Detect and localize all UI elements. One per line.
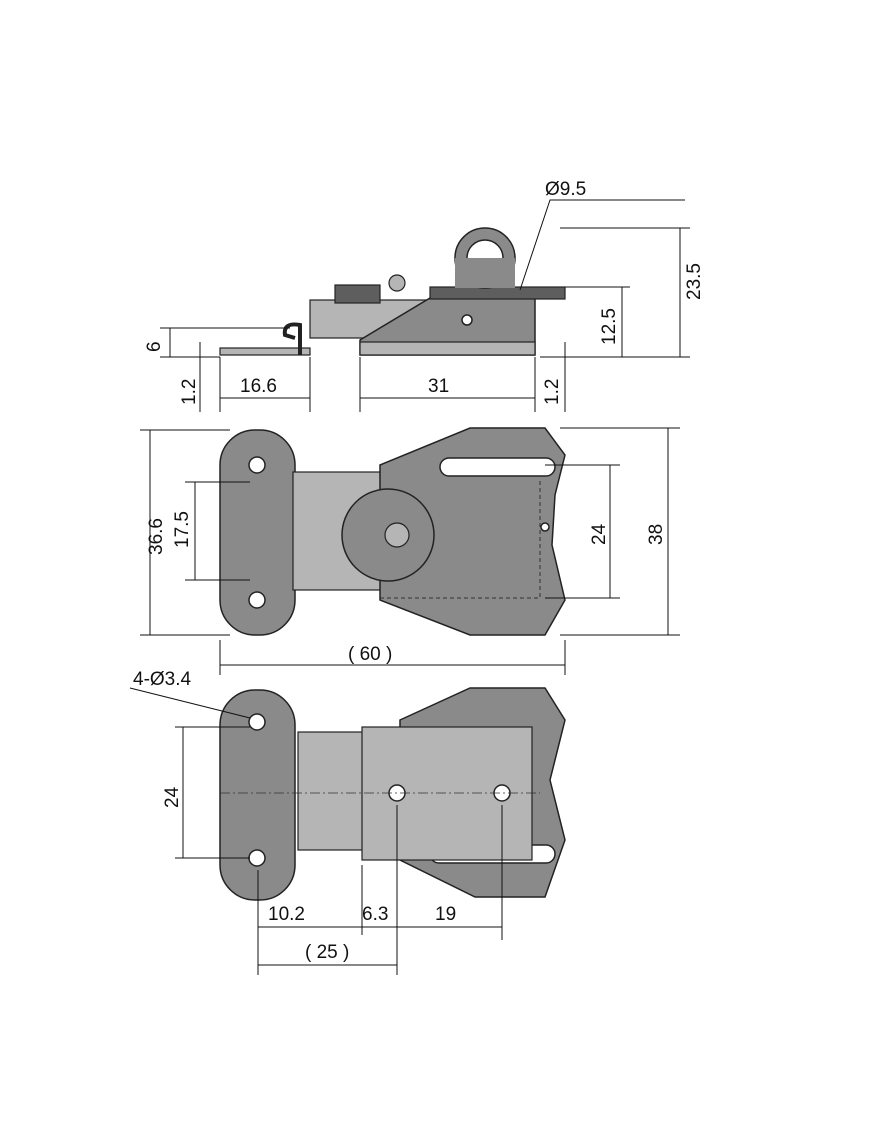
latch-plate (379, 427, 566, 636)
right-plate-height-label: 38 (646, 524, 667, 545)
hole-spacing-label: 17.5 (172, 511, 193, 548)
pivot-hole (461, 314, 473, 326)
base-length-label: 31 (428, 376, 449, 397)
overall-height-label: 23.5 (684, 263, 705, 300)
plate-thickness-left-label: 1.2 (179, 379, 200, 405)
overall-length-label: ( 60 ) (348, 644, 392, 665)
offset-b-label: 6.3 (362, 904, 388, 925)
mount-hole (248, 713, 266, 731)
slot (439, 457, 556, 477)
hole-distance-label: 19 (435, 904, 456, 925)
overall-label: ( 25 ) (305, 942, 349, 963)
mount-holes-label: 4-Ø3.4 (133, 669, 192, 690)
hinge-body (297, 731, 366, 851)
rivet (384, 522, 410, 548)
flange (429, 286, 566, 300)
mount-hole (248, 849, 266, 867)
left-plate-height-label: 36.6 (146, 518, 167, 555)
slot-spacing-label: 24 (589, 523, 610, 545)
top-view: 36.6 17.5 24 38 ( 60 ) (140, 427, 680, 675)
knob (388, 274, 406, 292)
base-plate-right (359, 341, 536, 356)
mount-hole (248, 456, 266, 474)
ring-neck (455, 258, 515, 288)
hole-spacing-label: 24 (162, 786, 183, 808)
hook-height-label: 6 (144, 341, 165, 352)
plate-thickness-right-label: 1.2 (542, 379, 563, 405)
offset-a-label: 10.2 (268, 904, 305, 925)
hinge-knuckle (334, 284, 381, 304)
bottom-view: 4-Ø3.4 24 10.2 6.3 19 ( 25 ) (129, 669, 566, 975)
ring-diameter-label: Ø9.5 (545, 179, 586, 200)
hook-length-label: 16.6 (240, 376, 277, 397)
ring-height-label: 12.5 (599, 308, 620, 345)
base-plate-left (219, 347, 311, 356)
small-hole (540, 522, 550, 532)
hook (282, 322, 302, 355)
side-view: Ø9.5 23.5 12.5 6 1.2 16.6 31 1.2 (144, 179, 705, 412)
mount-hole (248, 591, 266, 609)
